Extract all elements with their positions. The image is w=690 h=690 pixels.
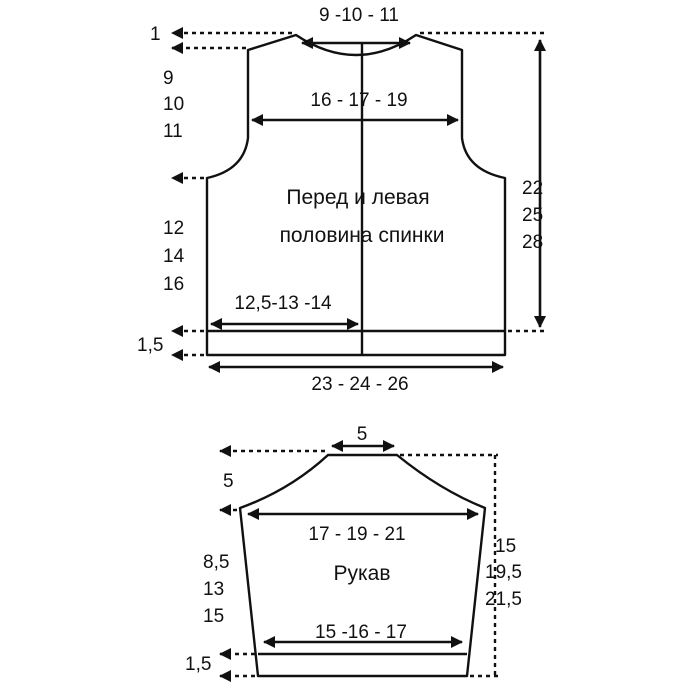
cap-height-label: 5 (223, 471, 234, 492)
shoulder-drop-label: 1 (150, 24, 161, 45)
side-height-2: 14 (163, 246, 185, 267)
bottom-width-label: 23 - 24 - 26 (311, 374, 408, 395)
sleeve-title: Рукав (334, 562, 391, 585)
neck-width-label: 9 -10 - 11 (319, 5, 399, 26)
side-height-3: 16 (163, 274, 184, 295)
side-length-1: 8,5 (203, 552, 229, 573)
sleeve-pattern: Рукав 5 17 - 19 - 21 15 -16 - 17 5 8,5 1… (185, 424, 522, 682)
total-height-2: 25 (522, 205, 543, 226)
vest-pattern: Перед и левая половина спинки 9 -10 - 11… (137, 5, 548, 395)
total-length-2: 19,5 (485, 562, 522, 583)
vest-title-line1: Перед и левая (286, 186, 429, 209)
upper-width-label: 17 - 19 - 21 (308, 524, 405, 545)
sleeve-outline (238, 453, 487, 678)
sleeve-ribbing-label: 1,5 (185, 654, 211, 675)
vest-ribbing-label: 1,5 (137, 335, 163, 356)
cap-top-label: 5 (357, 424, 368, 445)
side-height-1: 12 (163, 218, 184, 239)
total-length-3: 21,5 (485, 589, 522, 610)
lower-width-label: 15 -16 - 17 (315, 622, 407, 643)
side-length-3: 15 (203, 606, 224, 627)
armhole-depth-2: 10 (163, 94, 184, 115)
vest-title-line2: половина спинки (280, 224, 445, 247)
total-height-3: 28 (522, 232, 543, 253)
chest-width-label: 16 - 17 - 19 (310, 90, 407, 111)
side-length-2: 13 (203, 579, 224, 600)
lower-half-width-label: 12,5-13 -14 (234, 293, 332, 314)
armhole-depth-1: 9 (163, 68, 174, 89)
armhole-depth-3: 11 (163, 121, 183, 142)
total-length-1: 15 (495, 536, 516, 557)
total-height-1: 22 (522, 178, 543, 199)
